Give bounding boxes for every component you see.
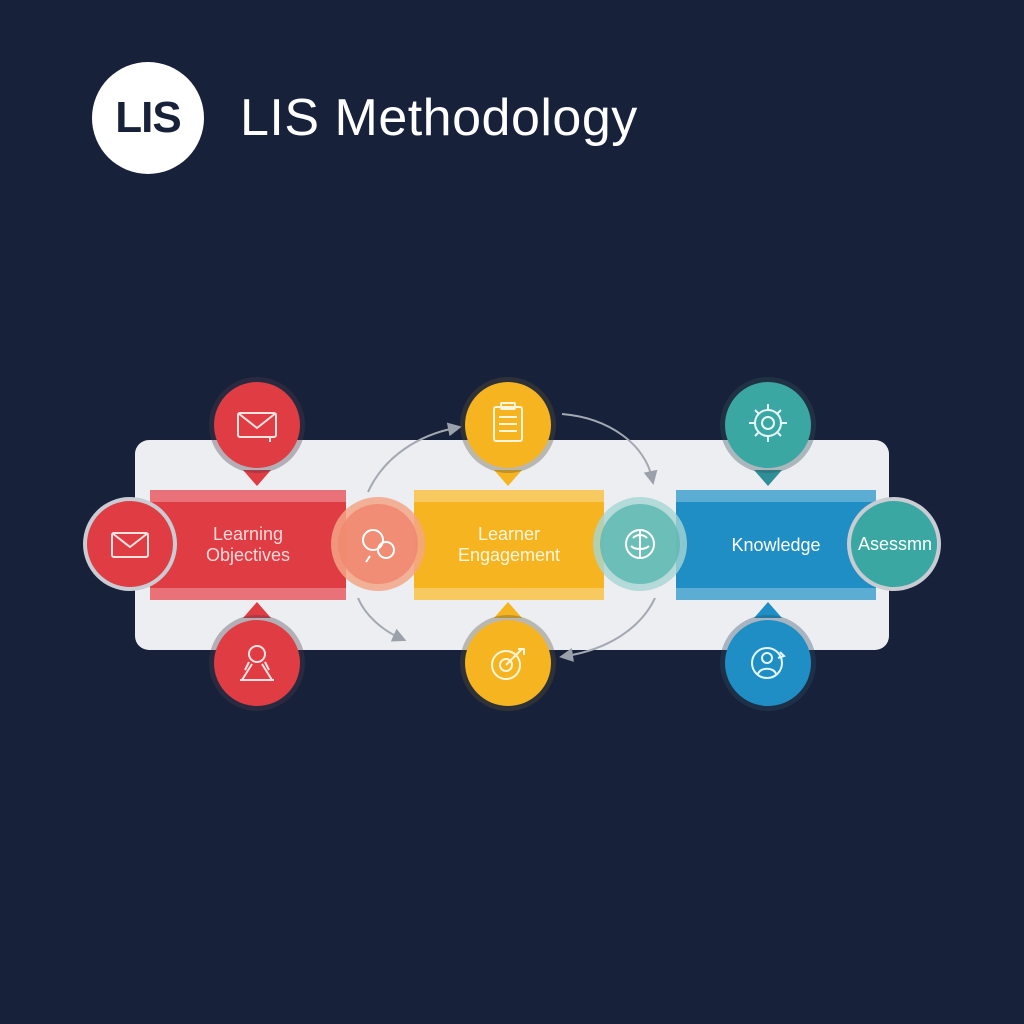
brain-icon — [625, 529, 655, 559]
stage-learner-engagement: Learner Engagement — [414, 490, 604, 600]
chat-bubbles-icon — [362, 529, 395, 563]
bottom-marker-blue — [720, 602, 816, 711]
bottom-marker-yellow — [460, 602, 556, 711]
stage-knowledge: Knowledge — [676, 490, 876, 600]
target-icon — [491, 648, 525, 680]
band-node-orange — [331, 497, 425, 591]
stage-assessment-label: Asessmn — [858, 533, 933, 554]
cycle-arrows — [357, 413, 658, 662]
gear-search-icon — [749, 404, 787, 442]
stage-label-learner-engagement: Learner Engagement — [457, 524, 561, 565]
logo: LIS — [92, 62, 204, 174]
clipboard-icon — [493, 402, 523, 442]
top-marker-teal — [720, 377, 816, 486]
bottom-marker-red — [209, 602, 305, 711]
page-title: LIS Methodology — [240, 89, 638, 147]
envelope-icon — [111, 532, 149, 558]
stage-label-learning-objectives: Learning Objectives — [205, 524, 291, 565]
stage-learning-objectives: Learning Objectives — [150, 490, 346, 600]
band-node-red — [83, 497, 177, 591]
band-node-assessment — [847, 497, 941, 591]
envelope-icon — [237, 412, 277, 442]
top-marker-yellow — [460, 377, 556, 486]
user-refresh-icon — [751, 647, 786, 679]
header: LIS LIS Methodology — [92, 62, 638, 174]
stage-label-knowledge: Knowledge — [731, 534, 821, 555]
people-icon — [240, 645, 274, 681]
band-node-teal — [593, 497, 687, 591]
top-marker-red — [209, 377, 305, 486]
